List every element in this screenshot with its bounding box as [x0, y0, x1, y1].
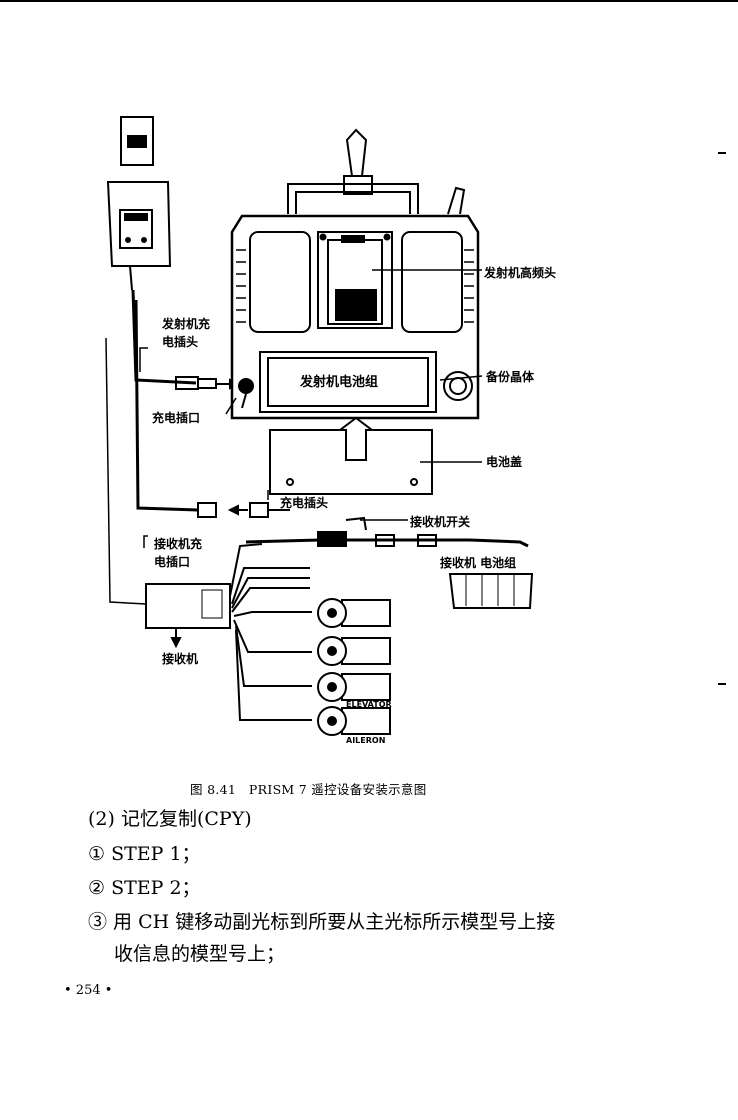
rx-charge-socket-label: 接收机充 电插口	[154, 537, 203, 569]
body-line: ③ 用 CH 键移动副光标到所要从主光标所示模型号上接	[88, 911, 556, 933]
body-line: (2) 记忆复制(CPY)	[88, 808, 252, 830]
tx-charge-plug-label: 发射机充 电插头	[162, 317, 211, 349]
page-number: • 254 •	[64, 983, 113, 998]
wall-outlet-icon	[120, 116, 154, 166]
receiver-label: 接收机	[162, 652, 199, 666]
rx-switch-label: 接收机开关	[410, 515, 471, 529]
body-line: ② STEP 2；	[88, 877, 201, 899]
top-rule	[0, 0, 738, 2]
receiver-icon	[145, 583, 231, 649]
edge-mark	[718, 152, 726, 154]
battery-cover-icon	[269, 416, 482, 495]
backup-crystal-label: 备份晶体	[486, 370, 535, 384]
tx-battery-label: 发射机电池组	[300, 375, 379, 390]
charge-plug-label: 充电插头	[280, 496, 329, 510]
charger-icon	[106, 181, 172, 291]
edge-mark	[718, 683, 726, 685]
rx-switch-icon	[245, 516, 529, 548]
servo-icon	[317, 598, 391, 736]
battery-cover-label: 电池盖	[486, 455, 523, 469]
figure-caption: 图 8.41 PRISM 7 遥控设备安装示意图	[190, 782, 427, 797]
rx-battery-label: 接收机 电池组	[440, 556, 517, 570]
transmitter-icon	[230, 128, 483, 420]
body-line: ① STEP 1；	[88, 843, 201, 865]
charge-socket-label: 充电插口	[152, 411, 201, 425]
rx-battery-icon	[448, 573, 534, 609]
charge-plug-junction-icon	[197, 502, 290, 518]
body-line: 收信息的模型号上；	[114, 943, 286, 965]
rf-module-label: 发射机高频头	[484, 266, 557, 280]
installation-diagram	[105, 116, 534, 736]
elevator-tag: ELEVATOR	[346, 700, 392, 709]
aileron-tag: AILERON	[346, 736, 386, 745]
